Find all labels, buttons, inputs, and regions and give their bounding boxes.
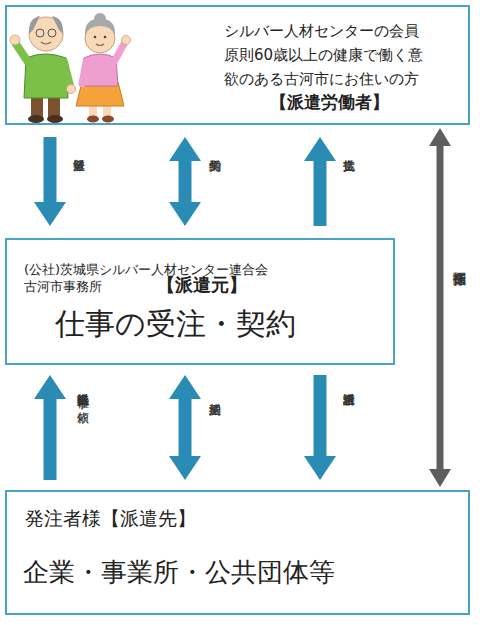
man-smile [41,42,51,44]
relation-arrow [437,146,444,469]
edge-label: 派遣料金支払 仕事の依頼 [76,384,90,459]
woman-arm [114,44,124,62]
man-shoe [28,115,44,123]
man-hair [52,16,63,34]
member-description: シルバー人材センターの会員 原則60歳以上の健康で働く意 欲のある古河市にお住い… [224,19,429,91]
man-leg [31,95,43,117]
man-shoe [47,115,63,123]
connector-layer [50,137,440,480]
business-description: 仕事の受注・契約 [55,306,385,342]
man-glasses [48,29,56,37]
man-shirt [24,54,68,98]
flow-arrow [314,375,327,456]
woman-shoe [87,116,99,123]
flow-arrow [44,399,57,480]
woman-smile [96,44,104,46]
woman-hair-bun [94,13,106,25]
worker-box: シルバー人材センターの会員 原則60歳以上の健康で働く意 欲のある古河市にお住い… [5,5,470,125]
flow-arrow [314,161,327,226]
flow-arrow [44,137,57,202]
man-hand [10,35,20,45]
man-hand [67,85,76,94]
woman-eye [104,36,107,39]
client-box: 発注者様【派遣先】企業・事業所・公共団体等 [5,490,470,615]
woman-hand [122,36,131,45]
role-label: 【派遣元】 [157,274,357,296]
man-glasses [36,29,44,37]
woman-head [85,23,115,53]
woman-skirt [76,82,124,106]
client-role: 発注者様【派遣先】 [25,506,325,530]
woman-leg [103,104,111,118]
woman-cardigan [82,54,118,86]
woman-eye [94,36,97,39]
flow-arrow [179,161,192,202]
woman-arm [82,62,86,84]
woman-leg [89,104,97,118]
man-head [29,17,63,51]
woman-shoe [102,116,114,123]
role-label: 【派遣労働者】 [270,91,460,113]
man-hair [29,16,40,34]
man-arm [64,62,70,86]
man-leg [48,95,60,117]
elderly-couple-illustration [10,13,131,123]
dispatcher-box: (公社)茨城県シルバー人材センター連合会 古河市事務所【派遣元】仕事の受注・契約 [5,238,395,365]
flow-arrow [179,399,192,456]
woman-hair [85,19,115,36]
man-arm [16,44,28,62]
client-types: 企業・事業所・公共団体等 [23,556,443,588]
